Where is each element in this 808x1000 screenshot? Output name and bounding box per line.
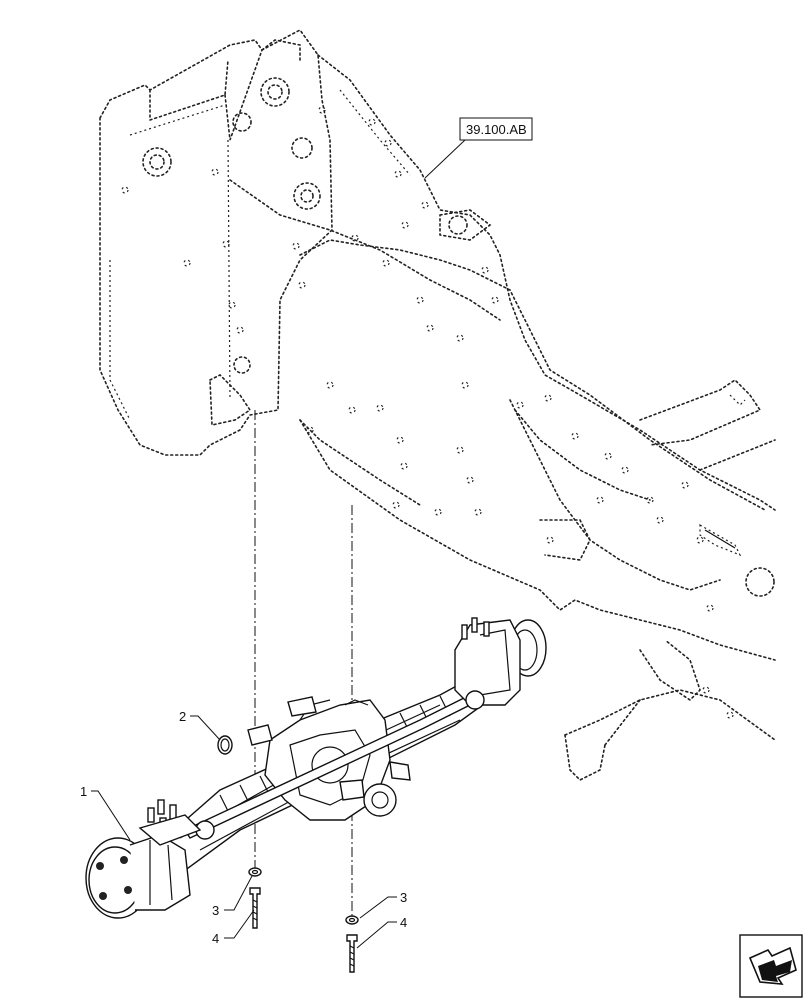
callout-4-left: 4 <box>212 931 219 946</box>
left-wheel-hub <box>85 799 202 919</box>
part-3-washer-left <box>248 867 262 877</box>
callout-3-right: 3 <box>400 890 407 905</box>
cross-reference-box[interactable]: 39.100.AB <box>459 117 533 141</box>
part-3-washer-right <box>345 915 359 925</box>
next-page-arrow-icon[interactable] <box>739 934 803 998</box>
callout-3-left: 3 <box>212 903 219 918</box>
callout-2: 2 <box>179 709 186 724</box>
callout-4-right: 4 <box>400 915 407 930</box>
callout-leaders <box>91 715 397 949</box>
part-2-snap-ring <box>217 735 233 755</box>
front-axle-assembly <box>85 617 547 919</box>
part-4-bolt-left <box>249 887 261 929</box>
part-4-bolt-right <box>346 934 358 973</box>
right-wheel-hub <box>454 617 547 710</box>
callout-1: 1 <box>80 784 87 799</box>
reference-leader-line <box>424 139 466 179</box>
cross-reference-label: 39.100.AB <box>466 122 527 137</box>
chassis-frame <box>99 28 776 781</box>
